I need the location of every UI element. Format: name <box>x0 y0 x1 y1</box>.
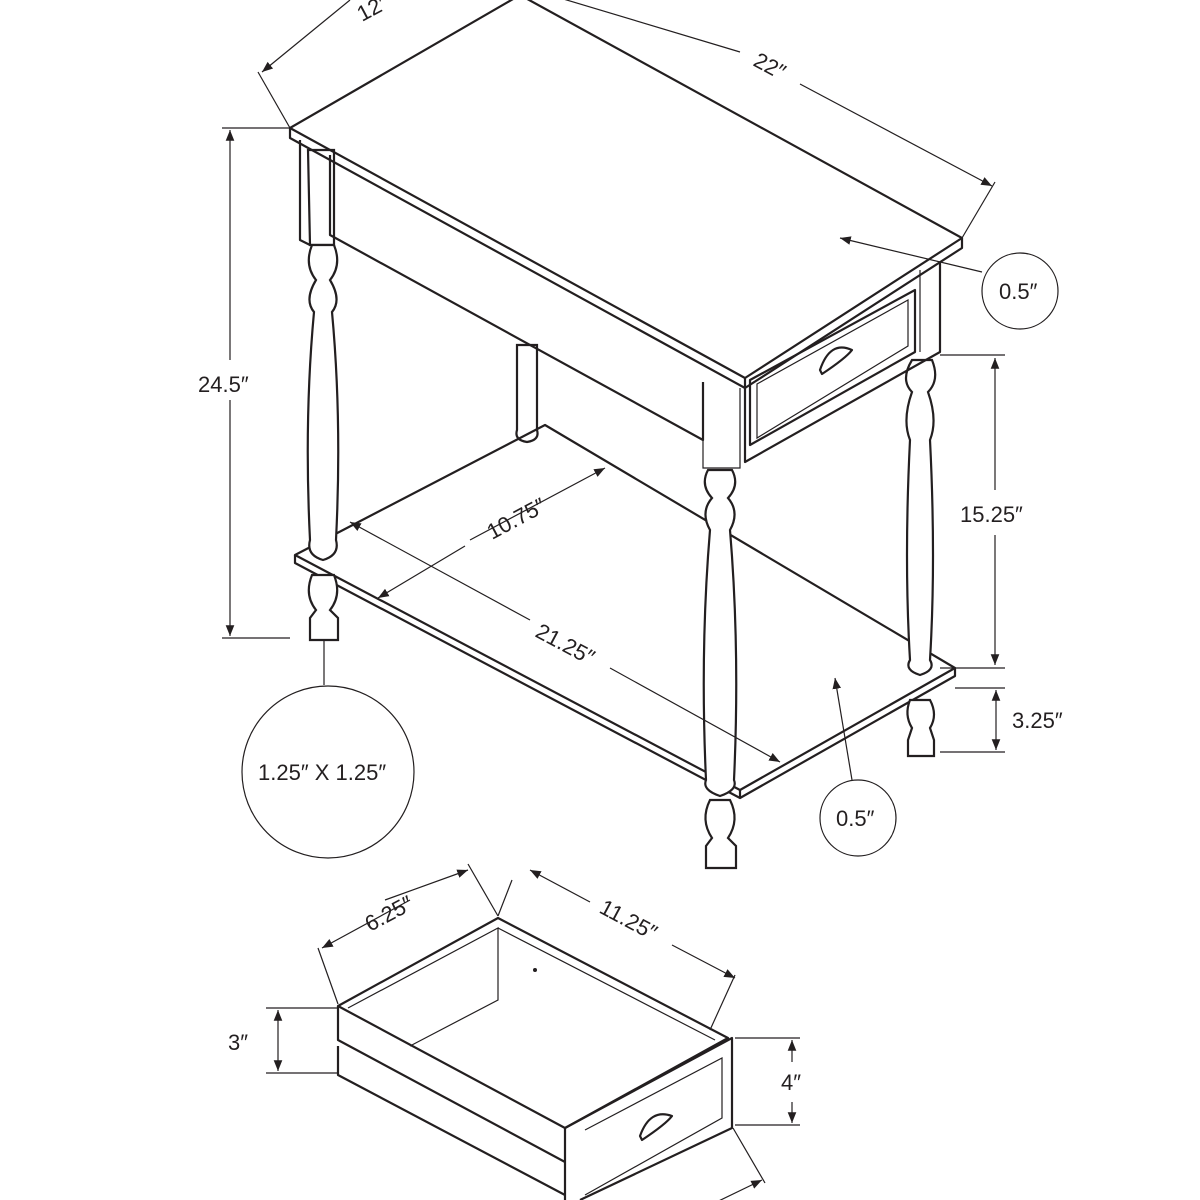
front-right-leg <box>702 468 738 870</box>
depth-label: 12″ <box>353 0 393 26</box>
back-left-leg <box>515 343 539 444</box>
top-thickness-label: 0.5″ <box>999 279 1038 304</box>
shelf-width-label: 21.25″ <box>532 618 599 670</box>
leg-bottom-label: 3.25″ <box>1012 708 1063 733</box>
shelf-thickness-label: 0.5″ <box>836 806 875 831</box>
lower-shelf <box>293 423 957 800</box>
front-left-leg <box>306 148 340 642</box>
drawer-front-height-label: 4″ <box>781 1070 801 1095</box>
dimension-lines <box>222 0 1059 859</box>
tabletop <box>288 0 964 469</box>
shelf-clearance-label: 15.25″ <box>960 502 1023 527</box>
leg-section-label: 1.25″ X 1.25″ <box>258 760 386 785</box>
drawer-width-label: 11.25″ <box>596 894 662 945</box>
table-drawer <box>748 288 917 447</box>
height-label: 24.5″ <box>198 372 249 397</box>
width-label: 22″ <box>750 47 790 84</box>
drawer-detail <box>266 863 800 1200</box>
drawer-handle-icon <box>818 346 854 376</box>
drawer-handle-icon <box>638 1113 674 1142</box>
drawer-side-height-label: 3″ <box>228 1030 248 1055</box>
shelf-depth-label: 10.75″ <box>483 493 550 545</box>
drawer-depth-label: 6.25″ <box>361 890 418 936</box>
back-right-leg <box>904 358 937 758</box>
